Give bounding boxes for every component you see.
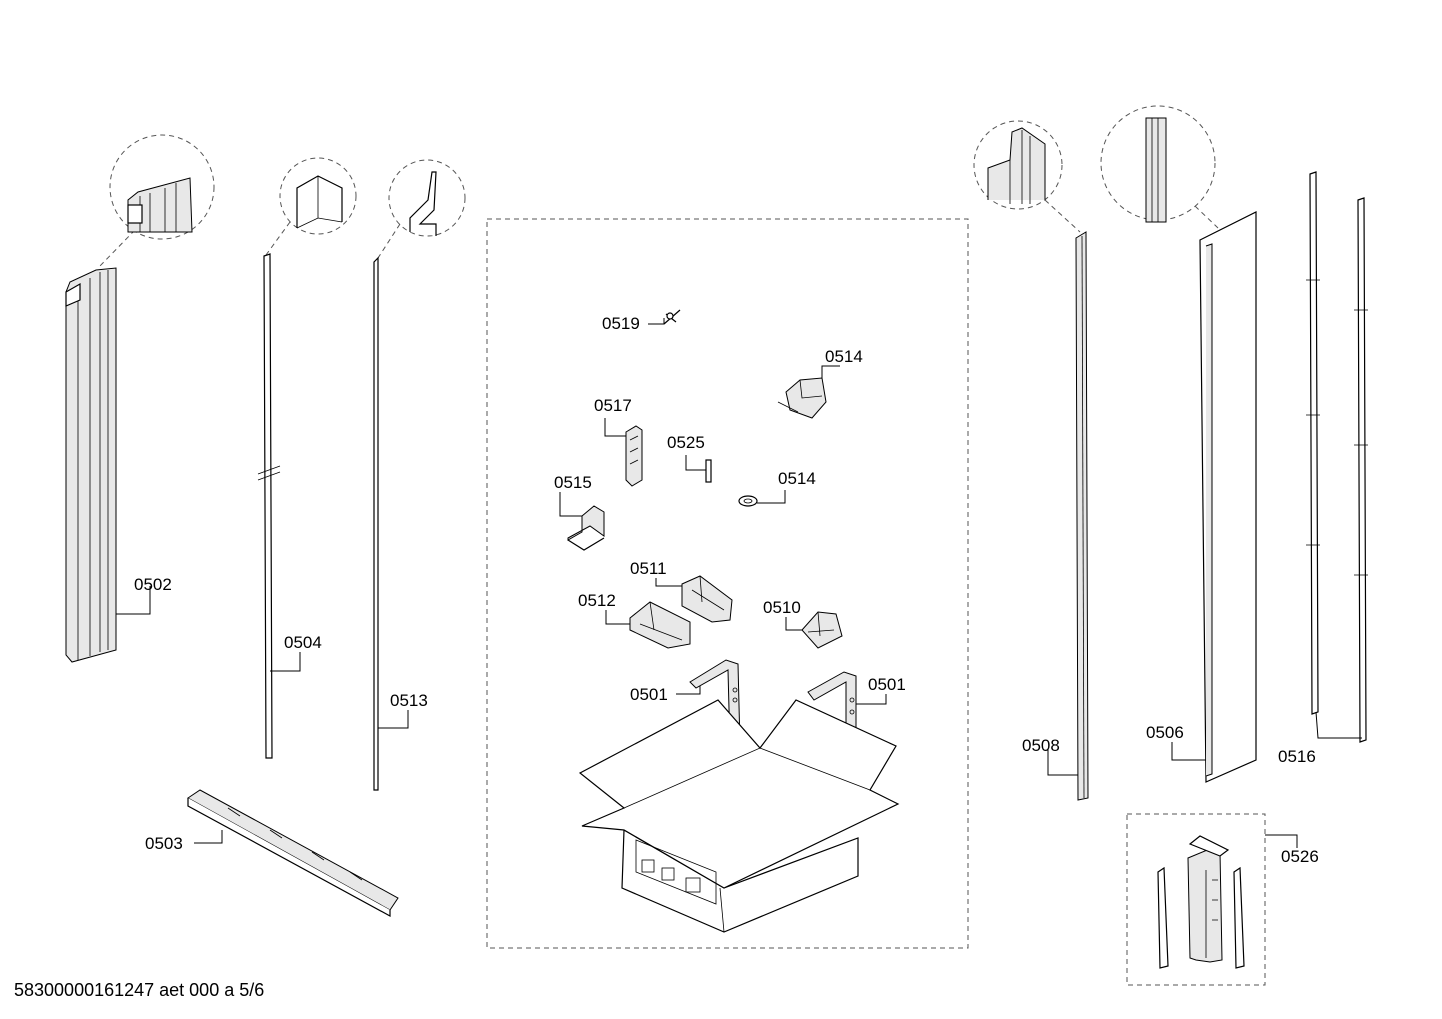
- rail-0503: [187, 789, 399, 918]
- label-0506: 0506: [1146, 723, 1184, 742]
- label-0508: 0508: [1022, 736, 1060, 755]
- label-0501-left: 0501: [630, 685, 668, 704]
- label-0502: 0502: [134, 575, 172, 594]
- label-0519: 0519: [602, 314, 640, 333]
- bracket-0517: [604, 418, 643, 487]
- kit-0526: [1126, 813, 1298, 986]
- profile-0513: [373, 256, 409, 791]
- detail-circle-0508: [973, 120, 1081, 233]
- label-0515: 0515: [554, 473, 592, 492]
- strip-0516-left: [1306, 171, 1320, 715]
- label-0510: 0510: [763, 598, 801, 617]
- pin-0525: [685, 455, 712, 483]
- label-0513: 0513: [390, 691, 428, 710]
- detail-circle-0506: [1100, 105, 1219, 229]
- strip-0516-right: [1315, 197, 1368, 743]
- profile-0502: [65, 267, 151, 663]
- label-0503: 0503: [145, 834, 183, 853]
- label-0514-top: 0514: [825, 347, 863, 366]
- label-0516: 0516: [1278, 747, 1316, 766]
- screw-0519: [648, 309, 681, 325]
- label-0514-bottom: 0514: [778, 469, 816, 488]
- detail-circle-0502: [97, 134, 215, 269]
- document-number: 58300000161247 aet 000 a 5/6: [14, 980, 265, 1000]
- label-0526: 0526: [1281, 847, 1319, 866]
- part-labels: 0502 0504 0513 0503 0519 0514 0517 0525 …: [134, 314, 1319, 866]
- cover-0510: [785, 611, 843, 649]
- profile-0508: [1047, 231, 1089, 801]
- hinge-0512: [605, 601, 691, 649]
- hinge-0511: [655, 575, 733, 623]
- cardboard-box: [578, 699, 900, 933]
- washer-0514-bottom: [738, 490, 786, 507]
- accessory-kit-box-outline: [486, 218, 969, 949]
- label-0504: 0504: [284, 633, 322, 652]
- label-0525: 0525: [667, 433, 705, 452]
- label-0512: 0512: [578, 591, 616, 610]
- label-0501-right: 0501: [868, 675, 906, 694]
- profile-0504: [257, 253, 301, 759]
- angle-bracket-0515: [559, 492, 605, 551]
- hinge-0514-top: [777, 365, 840, 419]
- label-0517: 0517: [594, 396, 632, 415]
- panel-0506: [1171, 211, 1257, 783]
- detail-circle-0504: [265, 157, 357, 256]
- label-0511: 0511: [630, 559, 667, 578]
- detail-circle-0513: [377, 159, 466, 259]
